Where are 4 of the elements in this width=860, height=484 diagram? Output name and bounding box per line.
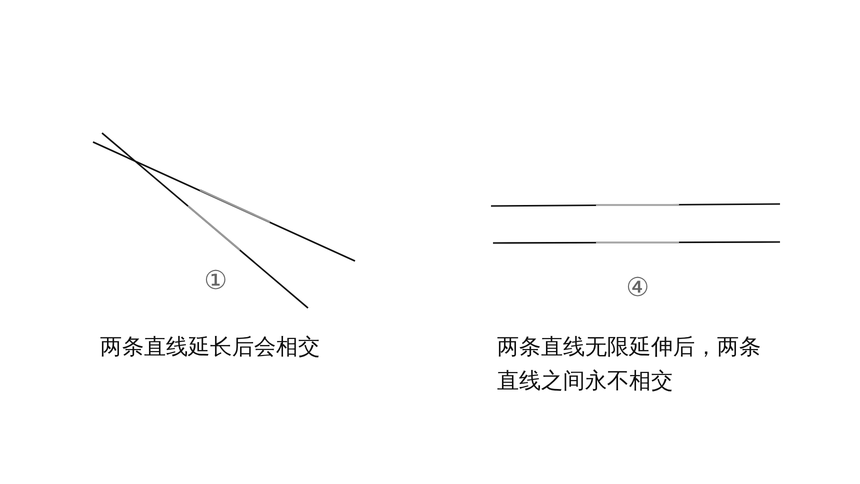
caption-text: 两条直线无限延伸后，两条直线之间永不相交 — [497, 334, 762, 396]
figure-number: ④ — [626, 273, 650, 303]
figure-number: ① — [204, 266, 228, 296]
caption-text: 两条直线延长后会相交 — [100, 334, 321, 362]
